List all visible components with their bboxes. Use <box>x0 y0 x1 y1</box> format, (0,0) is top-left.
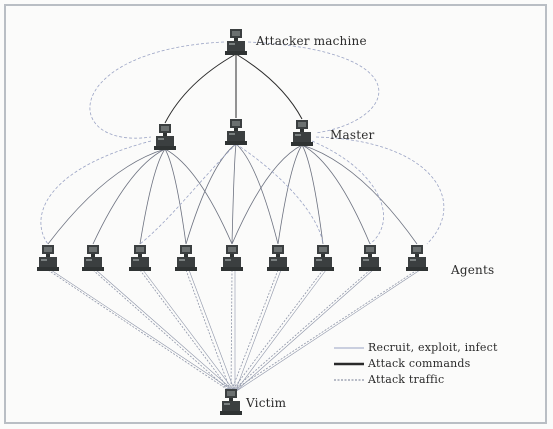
edge-recruit <box>89 41 225 139</box>
legend-label-recruit: Recruit, exploit, infect <box>368 341 498 354</box>
edge-traffic <box>47 269 232 393</box>
attacker-label: Attacker machine <box>256 34 367 48</box>
edge-recruit <box>235 143 324 245</box>
master-computer-icon <box>291 120 313 146</box>
edge-command <box>164 148 233 245</box>
edge-recruit <box>139 143 237 245</box>
edge-recruit <box>40 140 152 245</box>
agent-computer-icon <box>82 245 104 271</box>
legend-label-traffic: Attack traffic <box>368 373 445 386</box>
master-label: Master <box>330 128 375 142</box>
edge-command <box>47 148 166 245</box>
legend-swatches <box>334 347 364 381</box>
edge-traffic <box>142 269 236 393</box>
edge-traffic <box>92 269 232 393</box>
edge-command <box>185 143 237 245</box>
agent-computer-icon <box>129 245 151 271</box>
edge-traffic <box>234 269 421 393</box>
edge-recruit <box>247 41 380 134</box>
agent-computer-icon <box>406 245 428 271</box>
edge-command <box>139 148 166 245</box>
edge-command <box>92 148 166 245</box>
attacker-machine-computer-icon <box>225 29 247 55</box>
edge-command <box>277 144 303 245</box>
edge-command <box>301 144 371 245</box>
agent-computer-icon <box>175 245 197 271</box>
victim-label: Victim <box>246 396 287 410</box>
edge-traffic <box>230 269 279 393</box>
agent-computer-icon <box>267 245 289 271</box>
edge-traffic <box>230 269 233 393</box>
edge-traffic <box>234 269 327 393</box>
edge-traffic <box>139 269 232 393</box>
agent-computer-icon <box>37 245 59 271</box>
figure-frame <box>4 4 547 424</box>
edge-command <box>164 53 237 124</box>
edge-traffic <box>95 269 236 393</box>
edge-traffic <box>234 269 374 393</box>
edge-command <box>164 148 187 245</box>
edge-traffic <box>50 269 236 393</box>
agents-label: Agents <box>451 263 495 277</box>
legend-label-commands: Attack commands <box>368 357 471 370</box>
master-computer-icon <box>225 119 247 145</box>
edge-command <box>231 144 303 245</box>
edge-traffic <box>230 269 371 393</box>
master-computer-icon <box>154 124 176 150</box>
agent-computer-icon <box>221 245 243 271</box>
edge-command <box>301 144 418 245</box>
edge-traffic <box>234 269 282 393</box>
victim-computer-icon <box>220 389 242 415</box>
edge-traffic <box>188 269 236 393</box>
edge-command <box>301 144 324 245</box>
edge-command <box>231 143 237 245</box>
edge-command <box>235 53 303 120</box>
edge-traffic <box>185 269 232 393</box>
edge-command <box>235 143 279 245</box>
agent-computer-icon <box>359 245 381 271</box>
edge-traffic <box>230 269 324 393</box>
agent-computer-icon <box>312 245 334 271</box>
edge-recruit <box>311 140 384 245</box>
edges-layer <box>40 41 445 393</box>
